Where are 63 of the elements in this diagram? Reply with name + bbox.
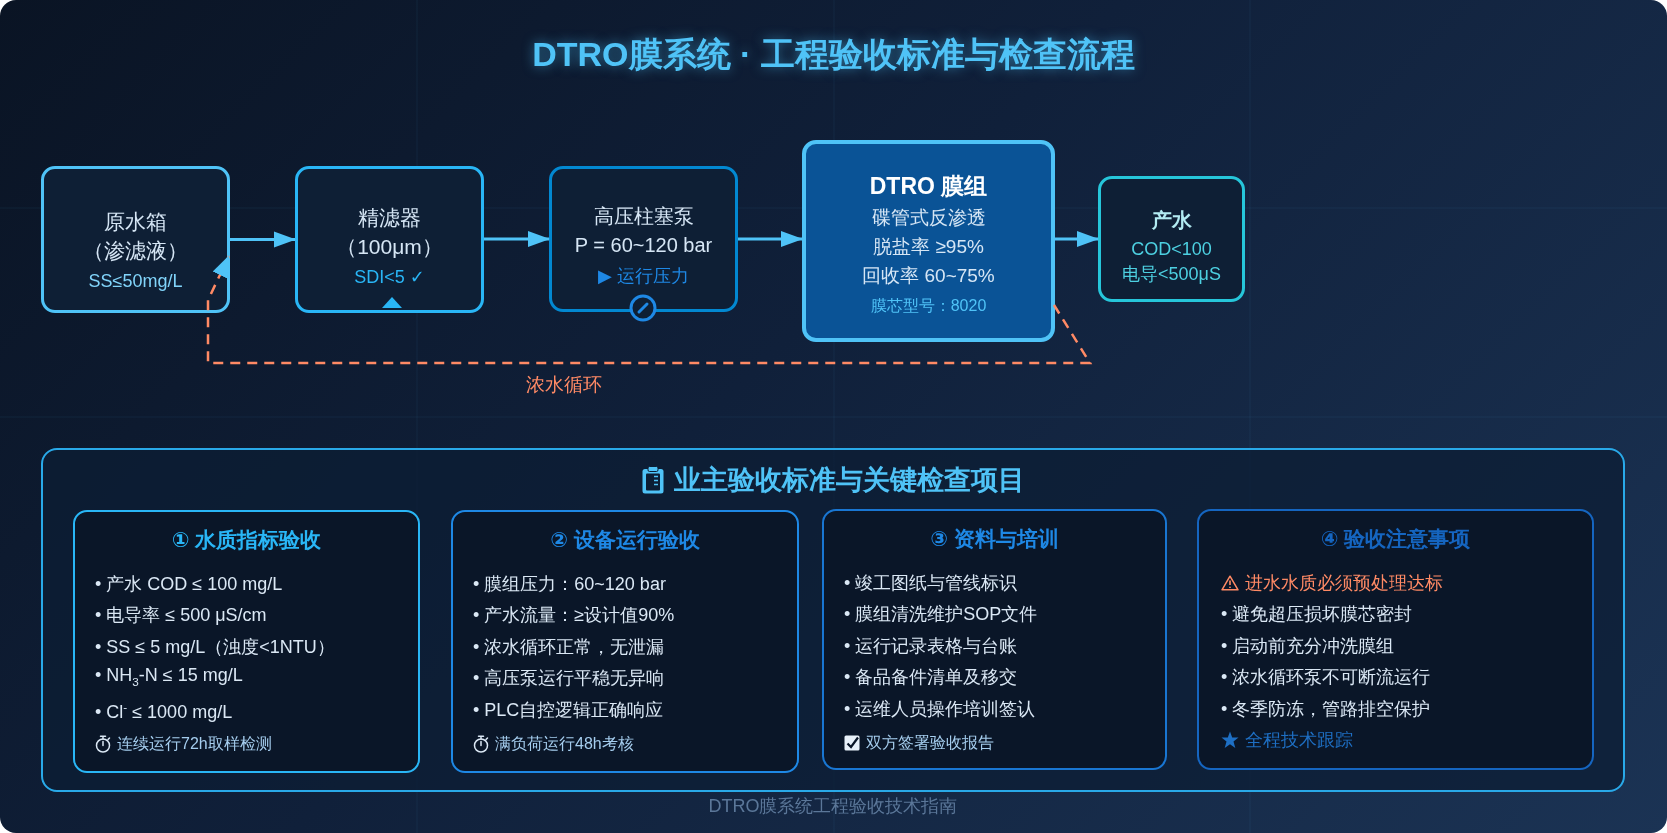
list-item: • 避免超压损坏膜芯密封 — [1221, 603, 1413, 627]
list-item: • 膜组压力：60~120 bar — [473, 572, 666, 596]
panel-heading: 业主验收标准与关键检查项目 — [673, 464, 1025, 497]
process-box — [295, 166, 484, 313]
node-text: 回收率 60~75% — [862, 264, 995, 288]
node-text: （100μm） — [336, 233, 443, 260]
node-title: DTRO 膜组 — [869, 172, 988, 201]
list-item: • 产水 COD ≤ 100 mg/L — [95, 572, 283, 596]
note-text: 双方签署验收报告 — [866, 732, 994, 753]
node-text: ▶ 运行压力 — [598, 265, 689, 288]
node-text: P = 60~120 bar — [574, 233, 713, 258]
process-box — [1098, 176, 1245, 302]
node-text: 膜芯型号：8020 — [870, 296, 987, 316]
checklist-card — [822, 509, 1167, 770]
node-text: 脱盐率 ≥95% — [873, 235, 984, 259]
list-item: • 运行记录表格与台账 — [844, 634, 1018, 658]
checklist-card — [73, 510, 420, 773]
diagram-title: DTRO膜系统 · 工程验收标准与检查流程 — [532, 34, 1135, 75]
list-item: • 高压泵运行平稳无异响 — [473, 667, 665, 691]
arrow — [738, 231, 803, 247]
list-item: • 浓水循环正常，无泄漏 — [473, 635, 665, 659]
highlighted-process-box — [802, 140, 1055, 342]
arrow — [484, 231, 550, 247]
node-title: 精滤器 — [358, 204, 421, 231]
list-item: • 电导率 ≤ 500 μS/cm — [95, 604, 267, 628]
list-item: • 备品备件清单及移交 — [844, 666, 1018, 690]
list-item: • 运维人员操作培训签认 — [844, 697, 1036, 721]
list-item: • 膜组清洗维护SOP文件 — [844, 603, 1038, 627]
node-text: SS≤50mg/L — [88, 269, 183, 293]
node-title: 原水箱 — [104, 208, 167, 235]
node-title: 高压柱塞泵 — [593, 204, 694, 229]
node-title: 产水 — [1151, 207, 1192, 233]
card-heading: ② 设备运行验收 — [550, 527, 700, 553]
node-text: SDI<5 ✓ — [354, 265, 425, 289]
card-heading: ④ 验收注意事项 — [1320, 526, 1471, 552]
footer-note: DTRO膜系统工程验收技术指南 — [708, 795, 958, 817]
node-text: 电导<500μS — [1122, 262, 1221, 286]
list-item: • SS ≤ 5 mg/L（浊度<1NTU） — [95, 635, 335, 659]
section-panel — [41, 448, 1625, 792]
arrow — [1055, 231, 1099, 247]
edge-label: 浓水循环 — [526, 373, 602, 397]
node-text: COD<100 — [1131, 237, 1212, 261]
list-item: • 启动前充分冲洗膜组 — [1221, 634, 1395, 658]
card-heading: ③ 资料与培训 — [930, 526, 1059, 552]
node-text: （渗滤液） — [83, 237, 188, 264]
list-item: • Cl$^{-}$ ≤ 1000 mg/L — [95, 699, 233, 725]
checklist-card — [1197, 509, 1594, 770]
dashed-return-arrow — [206, 255, 1093, 365]
node-text: 碟管式反渗透 — [871, 206, 986, 230]
list-item: • 竣工图纸与管线标识 — [844, 571, 1018, 595]
checklist-card — [451, 510, 799, 773]
list-item: • 冬季防冻，管路排空保护 — [1221, 697, 1431, 721]
arrow — [230, 231, 296, 248]
highlight-text: 全程技术跟踪 — [1245, 729, 1353, 753]
note-text: 满负荷运行48h考核 — [495, 733, 634, 754]
list-item: • NH$_{3}$-N ≤ 15 mg/L — [95, 663, 243, 690]
list-item: • 产水流量：≥设计值90% — [473, 604, 675, 628]
card-heading: ① 水质指标验收 — [171, 527, 322, 553]
list-item: • 浓水循环泵不可断流运行 — [1221, 666, 1431, 690]
warning-text: 进水水质必须预处理达标 — [1245, 571, 1443, 595]
list-item: • PLC自控逻辑正确响应 — [473, 698, 664, 722]
note-text: 连续运行72h取样检测 — [117, 733, 272, 754]
process-box — [41, 166, 230, 313]
